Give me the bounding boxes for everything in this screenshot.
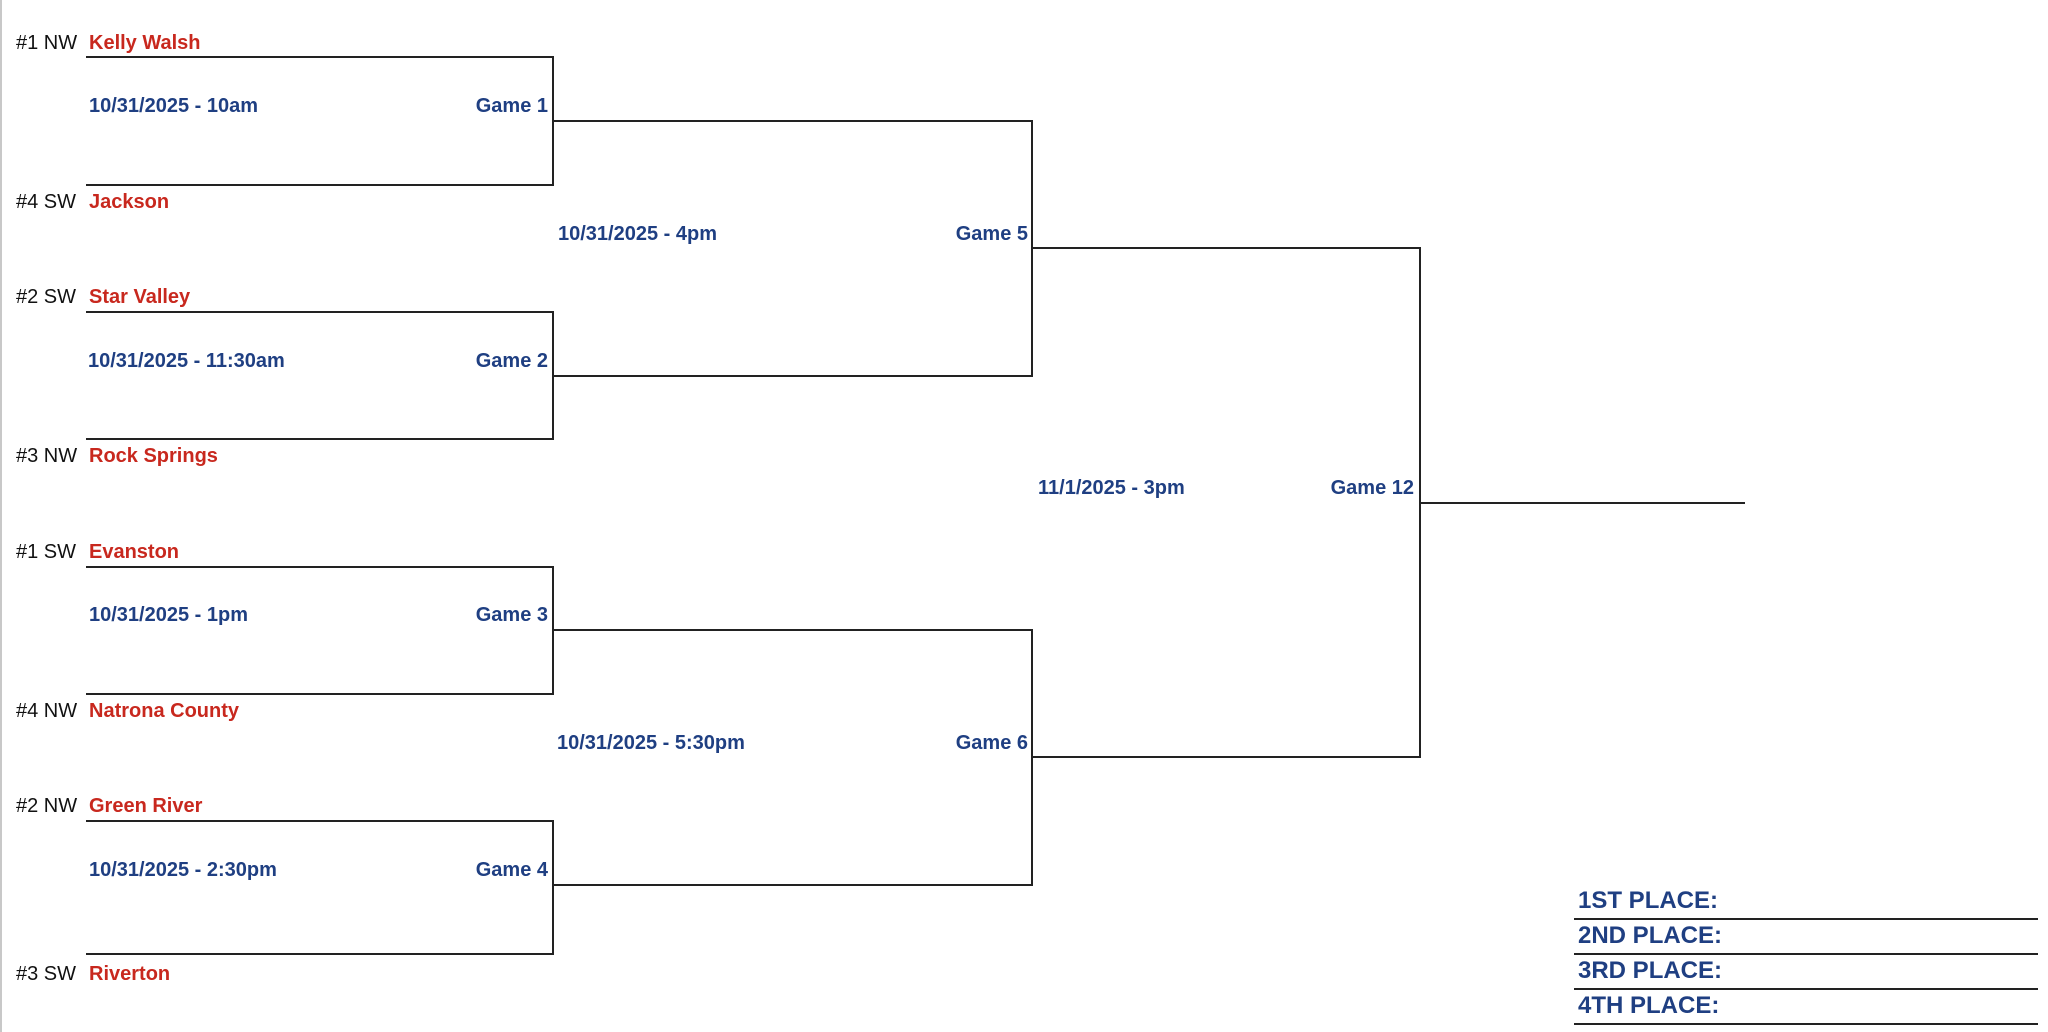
- team-name: Green River: [89, 795, 203, 817]
- bracket-line: [552, 820, 554, 955]
- bracket-line: [86, 693, 554, 695]
- team-name: Evanston: [89, 541, 180, 563]
- game-label: Game 5: [955, 223, 1028, 245]
- fourth-place-label: 4TH PLACE:: [1578, 992, 1720, 1019]
- team-name: Star Valley: [89, 286, 191, 308]
- game-label: Game 6: [955, 732, 1028, 754]
- game-time: 10/31/2025 - 4pm: [558, 223, 717, 245]
- bracket-line: [552, 629, 1033, 631]
- team-seed: #1 NW: [16, 32, 78, 54]
- team-seed: #3 NW: [16, 445, 78, 467]
- team-name: Natrona County: [89, 700, 239, 722]
- place-line: [1574, 1023, 2038, 1025]
- game-time: 11/1/2025 - 3pm: [1038, 477, 1185, 499]
- game-label: Game 1: [475, 95, 548, 117]
- place-line: [1574, 918, 2038, 920]
- game-label: Game 12: [1330, 477, 1414, 499]
- team-seed: #1 SW: [16, 541, 77, 563]
- team-seed: #2 SW: [16, 286, 77, 308]
- game-label: Game 4: [475, 859, 548, 881]
- team-name: Rock Springs: [89, 445, 218, 467]
- left-border: [0, 0, 2, 1032]
- team-seed: #3 SW: [16, 963, 77, 985]
- first-place-label: 1ST PLACE:: [1578, 887, 1719, 914]
- place-line: [1574, 953, 2038, 955]
- game-time: 10/31/2025 - 11:30am: [88, 350, 285, 372]
- team-name: Kelly Walsh: [89, 32, 201, 54]
- bracket-line: [86, 820, 554, 822]
- team-name: Jackson: [89, 191, 170, 213]
- place-line: [1574, 988, 2038, 990]
- second-place-label: 2ND PLACE:: [1578, 922, 1723, 949]
- game-time: 10/31/2025 - 10am: [89, 95, 259, 117]
- bracket-line: [552, 884, 1033, 886]
- bracket-line: [86, 438, 554, 440]
- team-seed: #4 SW: [16, 191, 77, 213]
- team-name: Riverton: [89, 963, 171, 985]
- bracket-line: [86, 56, 554, 58]
- team-seed: #4 NW: [16, 700, 78, 722]
- game-label: Game 2: [475, 350, 548, 372]
- game-time: 10/31/2025 - 1pm: [89, 604, 248, 626]
- game-time: 10/31/2025 - 2:30pm: [89, 859, 277, 881]
- bracket-line: [86, 311, 554, 313]
- bracket-line: [552, 375, 1033, 377]
- bracket-line: [552, 120, 1033, 122]
- third-place-label: 3RD PLACE:: [1578, 957, 1723, 984]
- bracket-line: [1031, 756, 1421, 758]
- game-time: 10/31/2025 - 5:30pm: [557, 732, 745, 754]
- bracket-line: [1031, 247, 1421, 249]
- bracket-line: [86, 566, 554, 568]
- team-seed: #2 NW: [16, 795, 78, 817]
- champion-line: [1419, 502, 1745, 504]
- game-label: Game 3: [475, 604, 548, 626]
- bracket-line: [86, 953, 554, 955]
- bracket-line: [86, 184, 554, 186]
